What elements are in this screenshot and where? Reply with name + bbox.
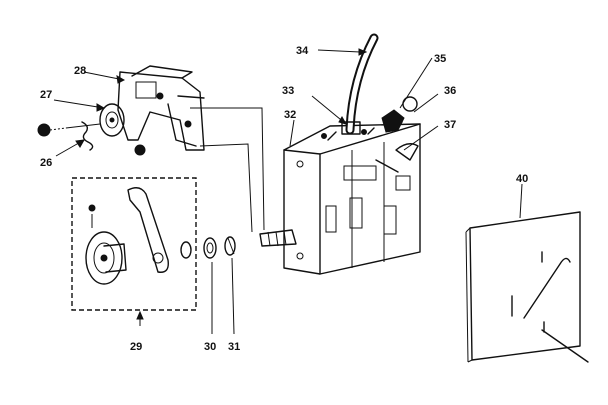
callout-29: 29 xyxy=(130,341,142,353)
callout-36: 36 xyxy=(444,85,456,97)
callout-28: 28 xyxy=(74,65,86,77)
callout-35: 35 xyxy=(434,53,446,65)
callout-31: 31 xyxy=(228,341,240,353)
power-cable xyxy=(341,33,379,135)
mounting-bracket xyxy=(117,65,205,151)
switch-housing xyxy=(283,121,421,275)
top-fittings xyxy=(375,96,419,173)
callout-30: 30 xyxy=(204,341,216,353)
callout-26: 26 xyxy=(40,157,52,169)
screw-and-spring xyxy=(37,121,146,156)
cam-disc xyxy=(99,103,125,137)
callout-34: 34 xyxy=(296,45,309,57)
callout-27: 27 xyxy=(40,89,52,101)
callout-32: 32 xyxy=(284,109,296,121)
cover-plate xyxy=(465,211,589,363)
washers xyxy=(180,236,236,259)
leader-lines xyxy=(53,48,523,335)
assembly-guide-lines xyxy=(190,107,297,247)
callout-40: 40 xyxy=(516,173,528,185)
callout-labels: 27 28 26 29 30 31 32 33 34 35 36 37 40 xyxy=(40,45,528,353)
callout-33: 33 xyxy=(282,85,294,97)
callout-37: 37 xyxy=(444,119,456,131)
knob-assembly-box xyxy=(71,177,197,311)
